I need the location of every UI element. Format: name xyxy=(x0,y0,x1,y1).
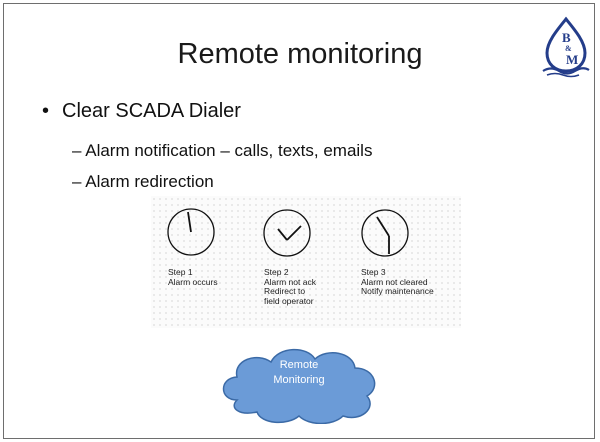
clock-step-3-icon xyxy=(361,209,409,257)
logo-water-ripple-2 xyxy=(546,72,580,78)
bullet-item: • Clear SCADA Dialer xyxy=(42,100,241,123)
clock-step-1-icon xyxy=(167,208,215,256)
bullet-text: Clear SCADA Dialer xyxy=(62,100,241,122)
step-3-caption: Step 3 Alarm not cleared Notify maintena… xyxy=(361,267,434,296)
remote-monitoring-cloud xyxy=(222,348,376,424)
logo-letter-b: B xyxy=(562,30,571,45)
alarm-steps-diagram: Step 1 Alarm occurs Step 2 Alarm not ack… xyxy=(151,196,461,328)
slide-title: Remote monitoring xyxy=(177,38,423,70)
step-2-caption: Step 2 Alarm not ack Redirect to field o… xyxy=(264,267,316,306)
clocks-drawing xyxy=(167,208,409,257)
sub-item-alarm-notification: – Alarm notification – calls, texts, ema… xyxy=(72,141,373,160)
bullet-dot-icon: • xyxy=(42,100,50,122)
logo-drop-shape xyxy=(545,16,587,73)
slide-frame xyxy=(3,3,595,439)
step-1-caption: Step 1 Alarm occurs xyxy=(168,267,218,287)
logo-water-ripple xyxy=(542,67,590,75)
clock-step-2-icon xyxy=(263,209,311,257)
cloud-shape xyxy=(222,348,376,424)
logo-letter-m: M xyxy=(566,52,578,67)
company-logo: B & M xyxy=(542,16,590,78)
cloud-label: Remote Monitoring xyxy=(273,359,325,386)
logo-ampersand: & xyxy=(565,44,572,53)
sub-item-alarm-redirection: – Alarm redirection xyxy=(72,172,214,191)
